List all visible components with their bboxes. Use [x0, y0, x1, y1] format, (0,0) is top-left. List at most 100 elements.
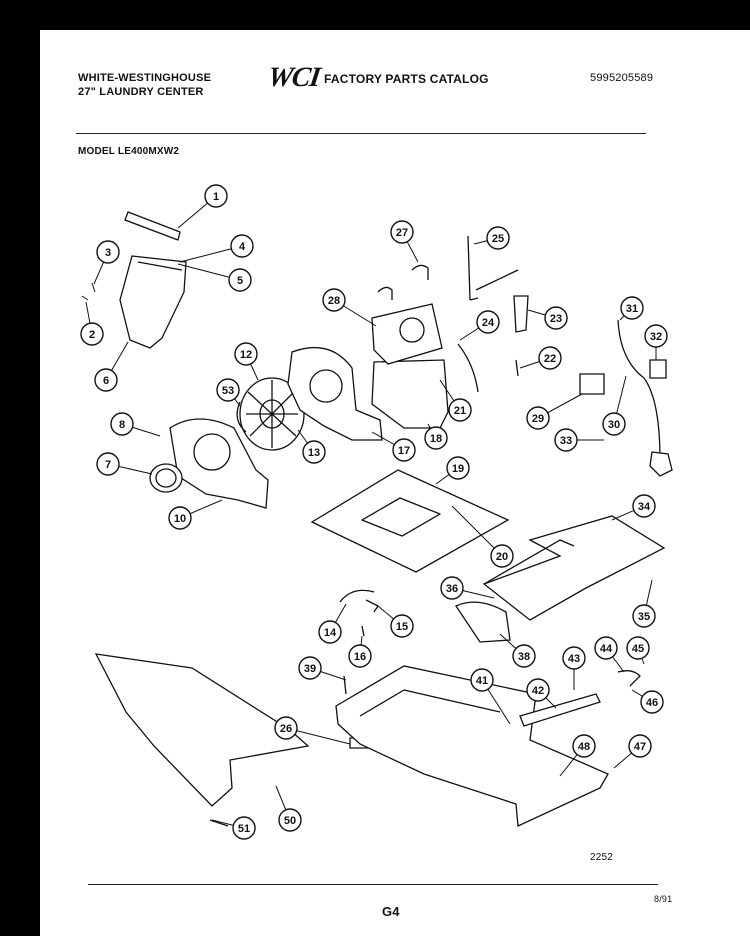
- callout-23: 23: [544, 306, 568, 330]
- callout-circle: [628, 734, 652, 758]
- callout-circle: [228, 268, 252, 292]
- callout-circle: [554, 428, 578, 452]
- callout-circle: [298, 656, 322, 680]
- callout-7: 7: [96, 452, 120, 476]
- callout-number: 32: [650, 331, 662, 343]
- page-code: G4: [382, 904, 400, 919]
- callout-number: 24: [482, 317, 495, 329]
- callout-number: 7: [105, 459, 111, 471]
- callout-30: 30: [602, 412, 626, 436]
- callout-circle: [80, 322, 104, 346]
- callout-50: 50: [278, 808, 302, 832]
- callout-number: 29: [532, 413, 544, 425]
- part-13-shape: [287, 346, 383, 441]
- callout-number: 44: [600, 643, 613, 655]
- callout-6: 6: [94, 368, 118, 392]
- callout-4: 4: [230, 234, 254, 258]
- callout-number: 12: [240, 349, 252, 361]
- callout-8: 8: [110, 412, 134, 436]
- part-34-shape: [482, 515, 666, 621]
- header-rule: [76, 133, 646, 134]
- callout-24: 24: [476, 310, 500, 334]
- callout-circle: [620, 296, 644, 320]
- callout-circle: [486, 226, 510, 250]
- callout-number: 41: [476, 675, 488, 687]
- callout-3: 3: [96, 240, 120, 264]
- callout-circle: [640, 690, 664, 714]
- part-28-shape: [371, 303, 443, 365]
- callout-circle: [562, 646, 586, 670]
- part-23-shape: [513, 295, 529, 333]
- callout-circle: [644, 324, 668, 348]
- callout-17: 17: [392, 438, 416, 462]
- callout-number: 42: [532, 685, 544, 697]
- callout-47: 47: [628, 734, 652, 758]
- part-shapes: [81, 211, 673, 827]
- callout-circle: [544, 306, 568, 330]
- callout-number: 53: [222, 385, 234, 397]
- callout-circle: [526, 406, 550, 430]
- callout-number: 30: [608, 419, 620, 431]
- callout-26: 26: [274, 716, 298, 740]
- callout-28: 28: [322, 288, 346, 312]
- callout-circle: [168, 506, 192, 530]
- callout-42: 42: [526, 678, 550, 702]
- callout-circle: [390, 614, 414, 638]
- callout-34: 34: [632, 494, 656, 518]
- callout-number: 8: [119, 419, 125, 431]
- callout-number: 39: [304, 663, 316, 675]
- callout-number: 16: [354, 651, 366, 663]
- part-48-shape: [335, 665, 609, 827]
- callout-number: 20: [496, 551, 508, 563]
- callout-18: 18: [424, 426, 448, 450]
- callout-circle: [448, 398, 472, 422]
- callout-number: 21: [454, 405, 466, 417]
- callout-circle: [230, 234, 254, 258]
- part-10-shape: [169, 418, 269, 509]
- callout-number: 10: [174, 513, 186, 525]
- callout-circle: [96, 452, 120, 476]
- callout-35: 35: [632, 604, 656, 628]
- callout-number: 22: [544, 353, 556, 365]
- callout-circle: [278, 808, 302, 832]
- callout-circle: [348, 644, 372, 668]
- callout-number: 46: [646, 697, 658, 709]
- callout-circle: [216, 378, 240, 402]
- part-18-shape: [371, 359, 449, 429]
- callout-circle: [446, 456, 470, 480]
- callout-32: 32: [644, 324, 668, 348]
- callout-25: 25: [486, 226, 510, 250]
- callout-20: 20: [490, 544, 514, 568]
- callout-circle: [476, 310, 500, 334]
- callout-number: 27: [396, 227, 408, 239]
- callout-number: 14: [324, 627, 337, 639]
- callout-circle: [318, 620, 342, 644]
- callout-16: 16: [348, 644, 372, 668]
- callout-circle: [204, 184, 228, 208]
- callout-19: 19: [446, 456, 470, 480]
- product-line: 27" LAUNDRY CENTER: [78, 86, 204, 98]
- part-38-shape: [455, 601, 511, 643]
- callout-41: 41: [470, 668, 494, 692]
- callout-circle: [110, 412, 134, 436]
- callout-number: 45: [632, 643, 644, 655]
- callout-39: 39: [298, 656, 322, 680]
- callout-number: 47: [634, 741, 646, 753]
- callout-number: 25: [492, 233, 504, 245]
- catalog-title: FACTORY PARTS CATALOG: [324, 72, 489, 86]
- callout-number: 1: [213, 191, 219, 203]
- callout-circle: [322, 288, 346, 312]
- callout-38: 38: [512, 644, 536, 668]
- callout-circle: [632, 604, 656, 628]
- callout-number: 48: [578, 741, 590, 753]
- callout-22: 22: [538, 346, 562, 370]
- callout-number: 33: [560, 435, 572, 447]
- callout-circle: [392, 438, 416, 462]
- callout-29: 29: [526, 406, 550, 430]
- callout-circle: [440, 576, 464, 600]
- model-number: MODEL LE400MXW2: [78, 146, 180, 157]
- callout-number: 6: [103, 375, 109, 387]
